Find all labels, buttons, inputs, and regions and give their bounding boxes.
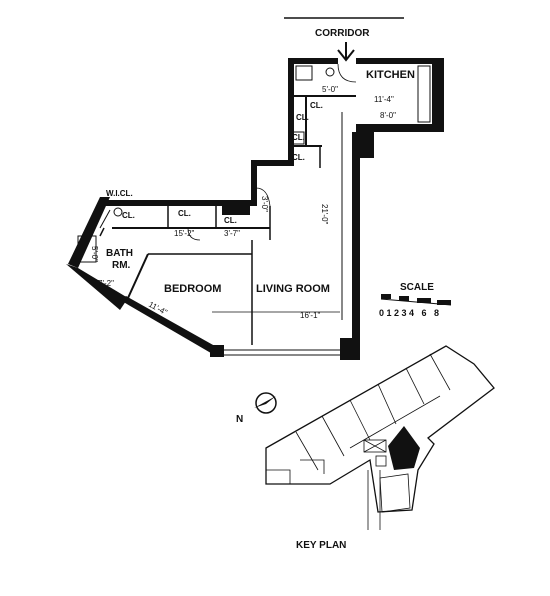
- wall-segment: [251, 160, 294, 166]
- bath-fixture: [77, 235, 97, 263]
- wall-segment: [352, 132, 360, 360]
- wall-segment: [356, 124, 444, 132]
- door-swing: [255, 187, 271, 207]
- dimension-text: 21'-0": [320, 204, 329, 225]
- kitchen-fixture: [417, 65, 431, 123]
- wall-segment: [356, 58, 444, 64]
- wall-segment: [288, 58, 338, 64]
- dimension-text: 11'-4": [374, 95, 394, 104]
- dimension-text: 7'-2": [98, 279, 114, 288]
- living-room-label: LIVING ROOM: [256, 283, 330, 295]
- closet-label: CL.: [178, 209, 191, 218]
- dimension-text: 3'-0": [260, 196, 269, 212]
- closet-label: CL.: [224, 216, 237, 225]
- closet-label: CL.: [296, 113, 309, 122]
- closet-label: CL.: [122, 211, 135, 220]
- wall-segment: [222, 203, 250, 215]
- scale-bar: [417, 298, 431, 303]
- corridor-label: CORRIDOR: [315, 28, 370, 39]
- wall-segment: [251, 160, 257, 206]
- bath-rm-label: RM.: [112, 260, 131, 271]
- wic-label: W.I.CL.: [106, 189, 133, 198]
- kitchen-fixture: [289, 131, 305, 145]
- north-label: N: [236, 414, 243, 425]
- key-plan-label: KEY PLAN: [296, 540, 346, 551]
- wall-segment: [68, 197, 110, 268]
- scale-bar: [399, 296, 409, 301]
- partition: [99, 227, 105, 237]
- wall-segment: [210, 345, 224, 357]
- north-arrow-icon: [255, 392, 277, 414]
- wall-segment: [120, 296, 222, 356]
- wall-segment: [104, 200, 257, 206]
- wall-segment: [66, 264, 128, 310]
- dimension-text: 16'-1": [300, 311, 321, 320]
- dimension-text: 8'-0": [380, 111, 396, 120]
- dimension-text: 5'-0": [90, 246, 99, 262]
- dimension-text: 15'-2": [174, 229, 195, 238]
- door-swing: [187, 227, 201, 241]
- bedroom-label: BEDROOM: [164, 283, 221, 295]
- partition: [99, 209, 111, 229]
- scale-ticks: 0 1 2 3 4 6 8: [379, 308, 439, 318]
- wall-segment: [288, 58, 294, 162]
- scale-bar: [437, 300, 451, 305]
- dimension-text: 5'-0": [322, 85, 338, 94]
- scale-label: SCALE: [400, 282, 434, 293]
- kitchen-fixture: [325, 67, 335, 77]
- partition: [127, 253, 149, 299]
- dimension-text: 3'-7": [224, 229, 240, 238]
- wall-segment: [432, 58, 444, 132]
- key-plan-drawing: [265, 345, 495, 530]
- closet-label: CL.: [292, 133, 305, 142]
- door-swing: [337, 63, 357, 83]
- bath-fixture: [113, 207, 123, 217]
- scale-bar: [380, 298, 452, 306]
- wall-segment: [340, 338, 360, 360]
- closet-label: CL.: [310, 101, 323, 110]
- north-arrow-icon: [254, 396, 276, 408]
- scale-bar: [381, 294, 391, 299]
- wall-segment: [360, 132, 374, 158]
- bath-label: BATH: [106, 248, 133, 259]
- kitchen-label: KITCHEN: [366, 69, 415, 81]
- kitchen-fixture: [295, 65, 313, 81]
- entry-arrow-icon: [337, 42, 355, 62]
- closet-label: CL.: [292, 153, 305, 162]
